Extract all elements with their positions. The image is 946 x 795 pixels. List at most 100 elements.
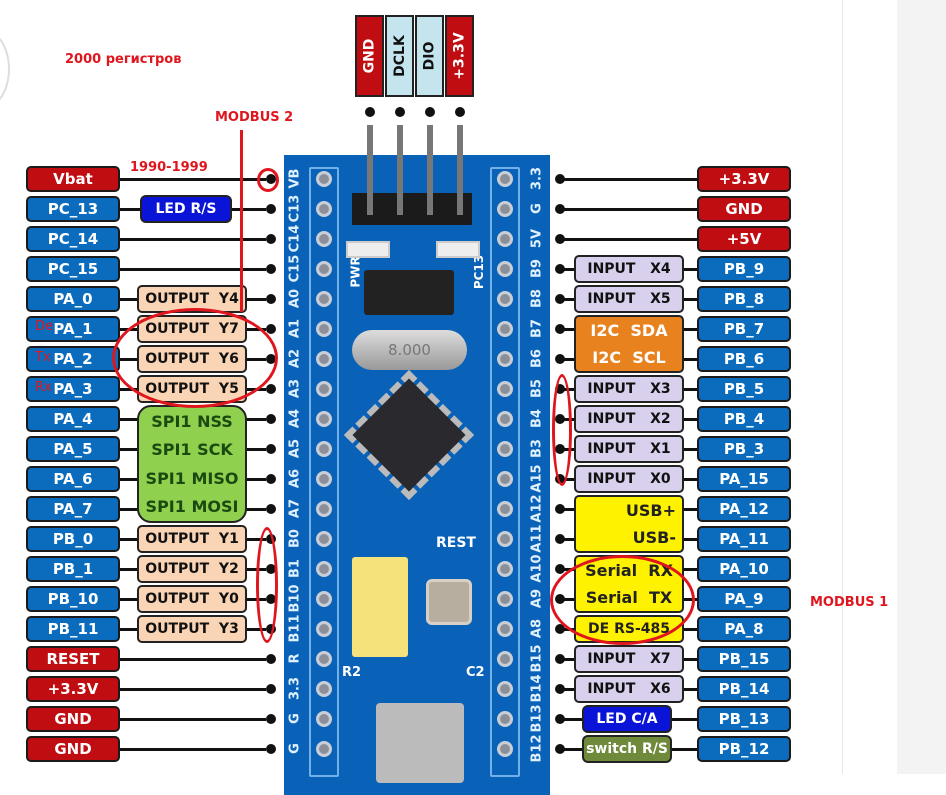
board-silk-label: A2: [287, 348, 303, 369]
board-silk-label: B10: [287, 584, 303, 613]
board-silk-label: A7: [287, 498, 303, 519]
pin-dot: [555, 564, 565, 574]
pin-left-pa7: PA_7: [26, 496, 120, 522]
r2-label: R2: [342, 665, 362, 680]
board-silk-label: B11: [287, 614, 303, 643]
function-input-box: INPUT X0: [574, 465, 684, 493]
pin-dot: [555, 654, 565, 664]
pin-dot: [555, 174, 565, 184]
board-hole: [316, 351, 332, 367]
header-pin-33v: +3.3V: [445, 15, 474, 97]
function-label: SPI1 MOSI: [145, 497, 239, 517]
header-pin-leg: [457, 125, 463, 215]
modbus2-annotation: MODBUS 2: [215, 110, 294, 125]
pin-right-pb9: PB_9: [697, 256, 791, 282]
function-label: INPUT X5: [587, 291, 671, 307]
mcu-chip: [343, 369, 475, 501]
modbus1-highlight-ellipse: [550, 555, 695, 645]
pc13-led-label: PC13: [472, 254, 487, 290]
side-panel: [897, 0, 946, 774]
pin-right-pb14: PB_14: [697, 676, 791, 702]
pin-dot: [266, 504, 276, 514]
board-hole: [316, 741, 332, 757]
pin-left-pa5: PA_5: [26, 436, 120, 462]
board-silk-label: B5: [529, 379, 545, 398]
board-silk-label: B12: [529, 734, 545, 763]
registers-annotation: 2000 регистров: [65, 52, 182, 67]
pin-dot: [266, 234, 276, 244]
pin-wire: [560, 238, 697, 241]
board-hole: [497, 231, 513, 247]
board-hole: [316, 681, 332, 697]
function-label: INPUT X2: [587, 411, 671, 427]
board-hole: [316, 291, 332, 307]
function-label: LED C/A: [596, 711, 658, 727]
regulator-chip: [364, 270, 454, 315]
board-hole: [497, 411, 513, 427]
crystal-label: 8.000: [388, 341, 431, 359]
inputs-highlight-ellipse: [552, 374, 572, 486]
board-silk-label: B1: [287, 559, 303, 578]
pin-left-reset: RESET: [26, 646, 120, 672]
board-hole: [497, 531, 513, 547]
function-input-box: INPUT X2: [574, 405, 684, 433]
board-silk-label: A12: [529, 494, 545, 523]
board-hole: [497, 681, 513, 697]
pin-dot: [266, 714, 276, 724]
board-silk-label: B6: [529, 349, 545, 368]
boot-jumpers[interactable]: [352, 557, 408, 657]
function-usb-box: USB+USB-: [574, 495, 684, 553]
function-label: INPUT X3: [587, 381, 671, 397]
header-pin-dot: [425, 107, 435, 117]
reset-button[interactable]: [426, 579, 472, 625]
board-hole: [316, 561, 332, 577]
usb-connector: [376, 703, 464, 783]
board-silk-label: A10: [529, 554, 545, 583]
pin-wire: [120, 658, 266, 661]
pin-right-pa11: PA_11: [697, 526, 791, 552]
function-label: INPUT X1: [587, 441, 671, 457]
board-hole: [316, 471, 332, 487]
pin-right-33v: +3.3V: [697, 166, 791, 192]
board-hole: [316, 321, 332, 337]
header-pin-label: DIO: [421, 41, 438, 71]
pin-dot: [266, 474, 276, 484]
function-output-box: OUTPUT Y0: [137, 585, 247, 613]
board-silk-label: A11: [529, 524, 545, 553]
board-silk-label: 3.3: [529, 166, 545, 191]
pin-dot: [266, 264, 276, 274]
header-pin-dio: DIO: [415, 15, 444, 97]
pin-left-pb1: PB_1: [26, 556, 120, 582]
board-silk-label: A0: [287, 288, 303, 309]
function-label: switch R/S: [586, 741, 668, 757]
function-input-box: INPUT X3: [574, 375, 684, 403]
board-hole: [497, 621, 513, 637]
pin-dot: [266, 384, 276, 394]
pin-right-pa8: PA_8: [697, 616, 791, 642]
board-hole: [497, 441, 513, 457]
pin-wire: [120, 268, 266, 271]
board-silk-label: 3.3: [287, 676, 303, 701]
pin-left-pb10: PB_10: [26, 586, 120, 612]
pin-left-pb0: PB_0: [26, 526, 120, 552]
pin-wire: [120, 718, 266, 721]
pin-right-pb7: PB_7: [697, 316, 791, 342]
pin-dot: [266, 744, 276, 754]
pin-left-vbat: Vbat: [26, 166, 120, 192]
header-pin-label: GND: [361, 38, 378, 74]
board-hole: [497, 711, 513, 727]
pin-dot: [555, 624, 565, 634]
board-silk-label: A6: [287, 468, 303, 489]
pin-right-pb5: PB_5: [697, 376, 791, 402]
function-label: SPI1 SCK: [151, 440, 233, 460]
function-label: OUTPUT Y1: [145, 531, 239, 547]
board-silk-label: A15: [529, 464, 545, 493]
function-led-box: LED C/A: [582, 705, 672, 733]
pc13-led: [436, 241, 480, 258]
board-hole: [497, 171, 513, 187]
pin-dot: [266, 654, 276, 664]
board-hole: [316, 531, 332, 547]
